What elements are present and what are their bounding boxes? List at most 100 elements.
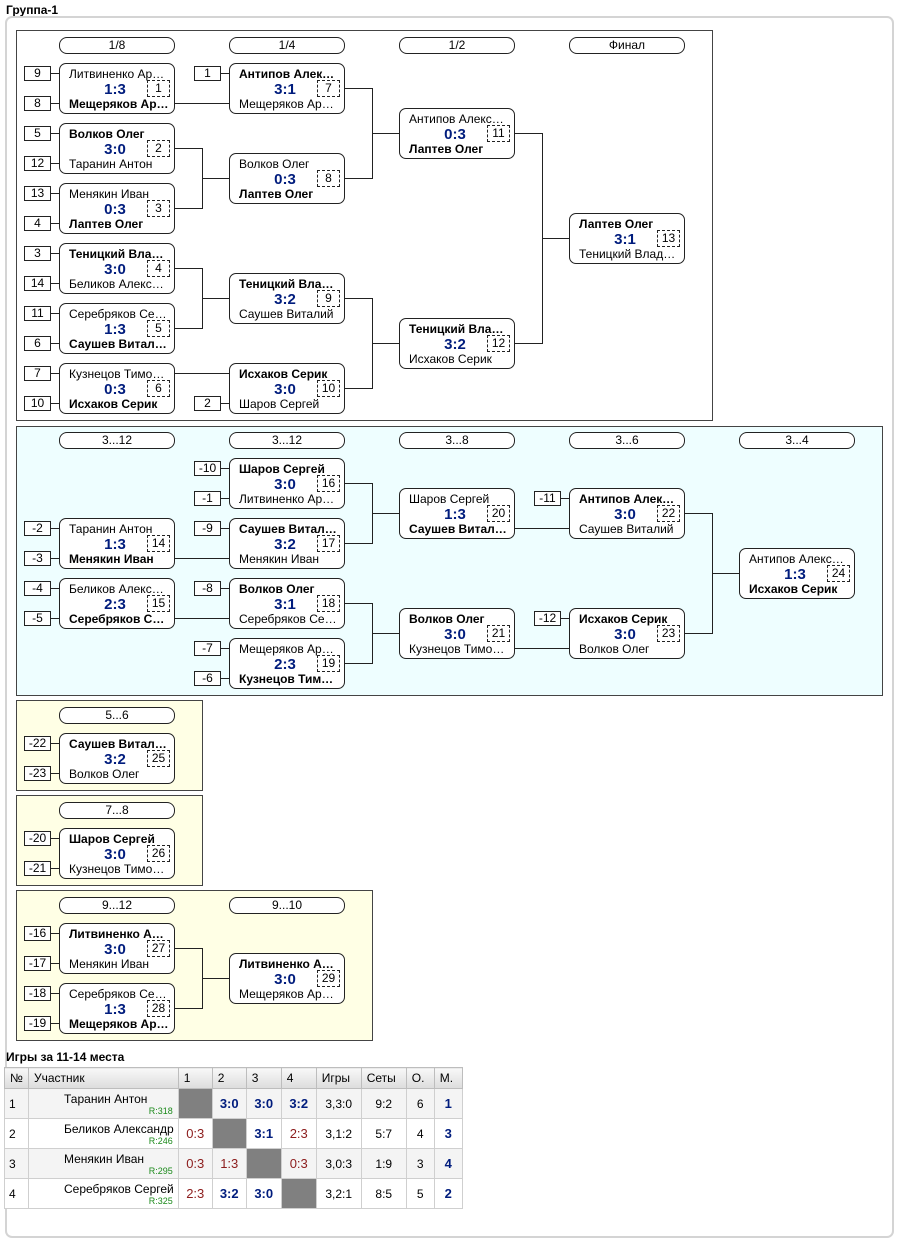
player-name: Волков Олег	[69, 768, 140, 781]
col-header: №	[4, 1067, 29, 1089]
bracket-connector-line	[51, 933, 59, 934]
player-name: Теницкий Владимир	[579, 248, 679, 261]
table-cell: 2	[433, 1178, 463, 1209]
bracket-connector-line	[51, 223, 59, 224]
seed-box: 12	[24, 156, 51, 171]
match-number: 2	[147, 140, 170, 157]
bracket-connector-line	[221, 468, 229, 469]
col-header: Сеты	[360, 1067, 407, 1089]
player-name: Лаптев Олег	[69, 218, 144, 231]
player-name: Лаптев Олег	[409, 143, 484, 156]
participant-label: Серебряков Сергей	[64, 1182, 174, 1196]
bracket-connector-line	[372, 133, 399, 134]
table-cell	[280, 1178, 317, 1209]
match-number: 27	[147, 940, 170, 957]
match-score: 0:3	[274, 171, 296, 188]
player-name: Серебряков Сергей	[69, 613, 169, 626]
bracket-connector-line	[221, 498, 229, 499]
bracket-connector-line	[202, 298, 229, 299]
seed-box: -23	[24, 766, 51, 781]
bracket-connector-line	[221, 648, 229, 649]
bracket-connector-line	[175, 268, 202, 269]
bracket-connector-line	[175, 948, 202, 949]
bracket-connector-line	[175, 1008, 202, 1009]
player-name: Кузнецов Тимофей	[69, 863, 169, 876]
bracket-connector-line	[51, 588, 59, 589]
bracket-connector-line	[345, 298, 372, 299]
bracket-connector-line	[712, 573, 739, 574]
match-score: 3:0	[104, 141, 126, 158]
player-name: Исхаков Серик	[69, 398, 158, 411]
bracket-connector-line	[561, 498, 569, 499]
table-header-row: № Участник 1 2 3 4 Игры Сеты О. М.	[4, 1067, 463, 1089]
seed-box: 6	[24, 336, 51, 351]
match-number: 17	[317, 535, 340, 552]
bracket-connector-line	[345, 483, 372, 484]
table-cell: 4	[433, 1148, 463, 1179]
table-cell: 4	[405, 1118, 435, 1149]
seed-box: 13	[24, 186, 51, 201]
seed-box: -7	[194, 641, 221, 656]
table-cell: 4	[4, 1178, 29, 1209]
match-score: 3:1	[274, 81, 296, 98]
player-name: Мещеряков Аркадий	[239, 988, 339, 1001]
bracket-connector-line	[51, 73, 59, 74]
round-label-3-6: 3...6	[569, 432, 685, 449]
match-score: 2:3	[104, 596, 126, 613]
match-number: 12	[487, 335, 510, 352]
player-name: Саушев Виталий	[409, 523, 509, 536]
seed-box: 9	[24, 66, 51, 81]
match-number: 9	[317, 290, 340, 307]
round-label-3-12a: 3...12	[59, 432, 175, 449]
match-number: 18	[317, 595, 340, 612]
table-cell: 5:7	[360, 1118, 407, 1149]
bracket-connector-line	[175, 558, 229, 559]
table-cell: 3,0:3	[315, 1148, 362, 1179]
bracket-connector-line	[515, 343, 542, 344]
player-name: Менякин Иван	[69, 553, 154, 566]
seed-box: -11	[534, 491, 561, 506]
bracket-connector-line	[51, 373, 59, 374]
col-header: О.	[405, 1067, 435, 1089]
table-cell: 3	[433, 1118, 463, 1149]
player-name: Менякин Иван	[239, 553, 320, 566]
match-score: 3:0	[104, 941, 126, 958]
match-score: 0:3	[104, 381, 126, 398]
match-number: 16	[317, 475, 340, 492]
seed-box: 4	[24, 216, 51, 231]
bracket-connector-line	[202, 178, 229, 179]
